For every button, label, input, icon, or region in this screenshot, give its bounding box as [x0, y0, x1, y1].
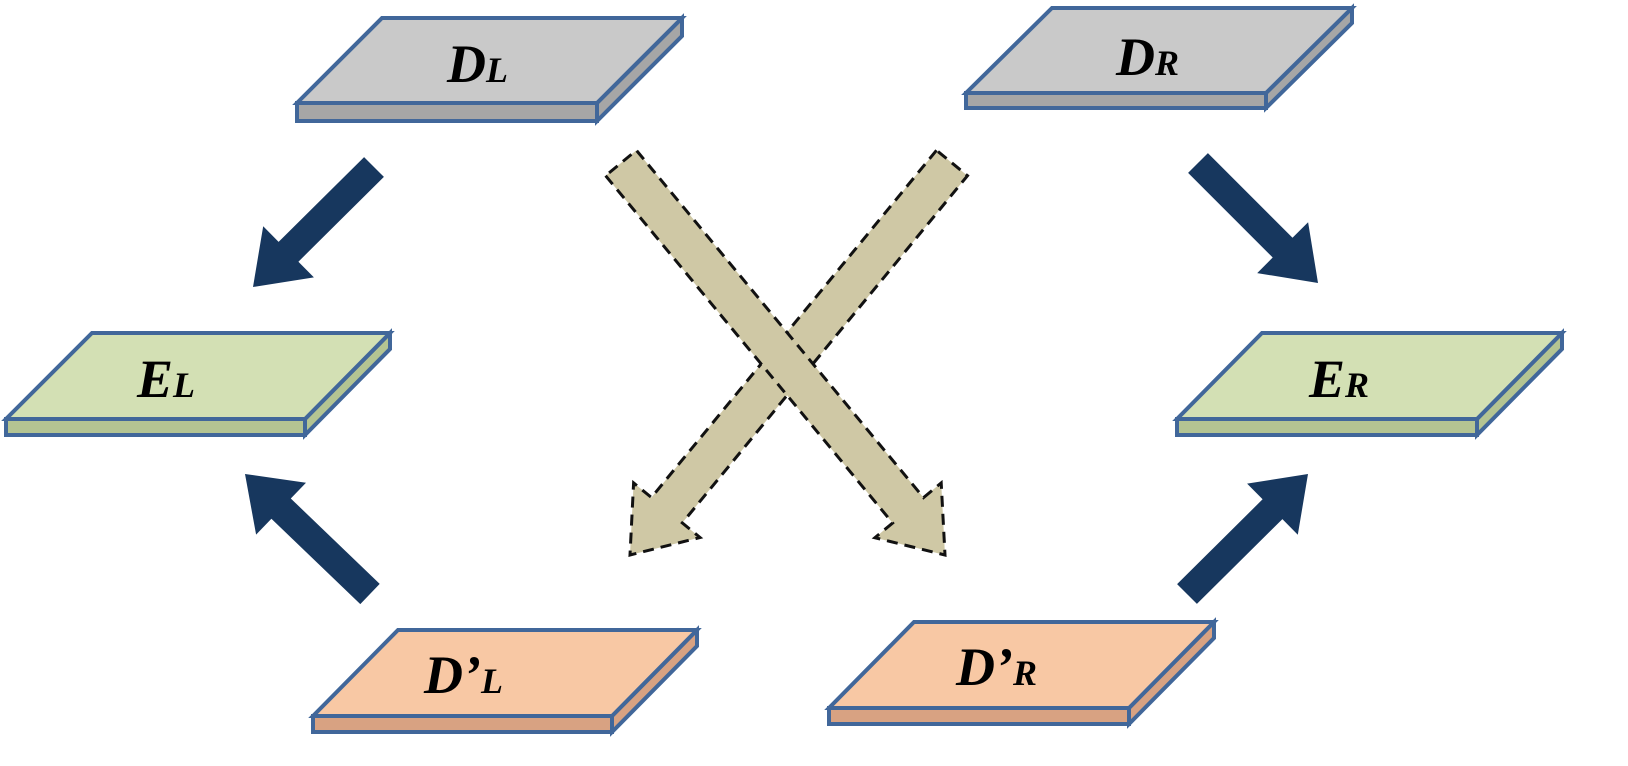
plate-label-subscript: R [1345, 365, 1370, 405]
plate-top-face [1172, 331, 1567, 421]
plate-front-edge [964, 91, 1268, 110]
plate-label-subscript: R [1012, 653, 1037, 693]
plate-label-main: E [137, 349, 174, 409]
plate-front-edge [4, 417, 307, 437]
plate-top-face [1, 331, 395, 421]
plate-top-face [824, 620, 1219, 710]
plate-label-subscript: L [486, 50, 508, 90]
plate-front-edge [1175, 417, 1479, 437]
plate-label-d-prime-left: D’L [424, 648, 503, 702]
arrow-dprimel-to-el [245, 474, 380, 605]
plate-d-left [292, 13, 687, 126]
plate-label-main: D [447, 34, 486, 94]
arrow-dl-to-el [253, 157, 384, 287]
cross-arrow-cross-dl-to-bottom-right [603, 148, 947, 557]
plate-label-subscript: R [1155, 43, 1180, 83]
plate-label-subscript: L [173, 365, 196, 405]
plate-front-edge [295, 101, 599, 123]
plate-d-prime-right [824, 617, 1219, 729]
plate-d-prime-left [308, 625, 702, 737]
plate-d-right [961, 3, 1357, 113]
plate-label-main: D [1116, 27, 1155, 87]
plate-label-main: D’ [424, 645, 481, 705]
plate-top-face [961, 6, 1357, 95]
plate-label-d-right: DR [1116, 30, 1179, 84]
plate-label-d-left: DL [447, 37, 508, 91]
plate-label-e-right: ER [1309, 352, 1369, 406]
plate-e-left [1, 328, 395, 440]
plate-label-main: E [1309, 349, 1346, 409]
plate-top-face [308, 628, 702, 718]
plate-label-e-left: EL [137, 352, 195, 406]
plate-front-edge [827, 706, 1131, 726]
plate-e-right [1172, 328, 1567, 440]
plate-front-edge [311, 714, 614, 734]
plate-label-subscript: L [480, 661, 503, 701]
arrow-dprimer-to-er [1177, 474, 1308, 604]
plate-label-d-prime-right: D’R [956, 640, 1037, 694]
plate-top-face [292, 16, 687, 105]
arrow-dr-to-er [1188, 153, 1318, 283]
plate-label-main: D’ [956, 637, 1013, 697]
